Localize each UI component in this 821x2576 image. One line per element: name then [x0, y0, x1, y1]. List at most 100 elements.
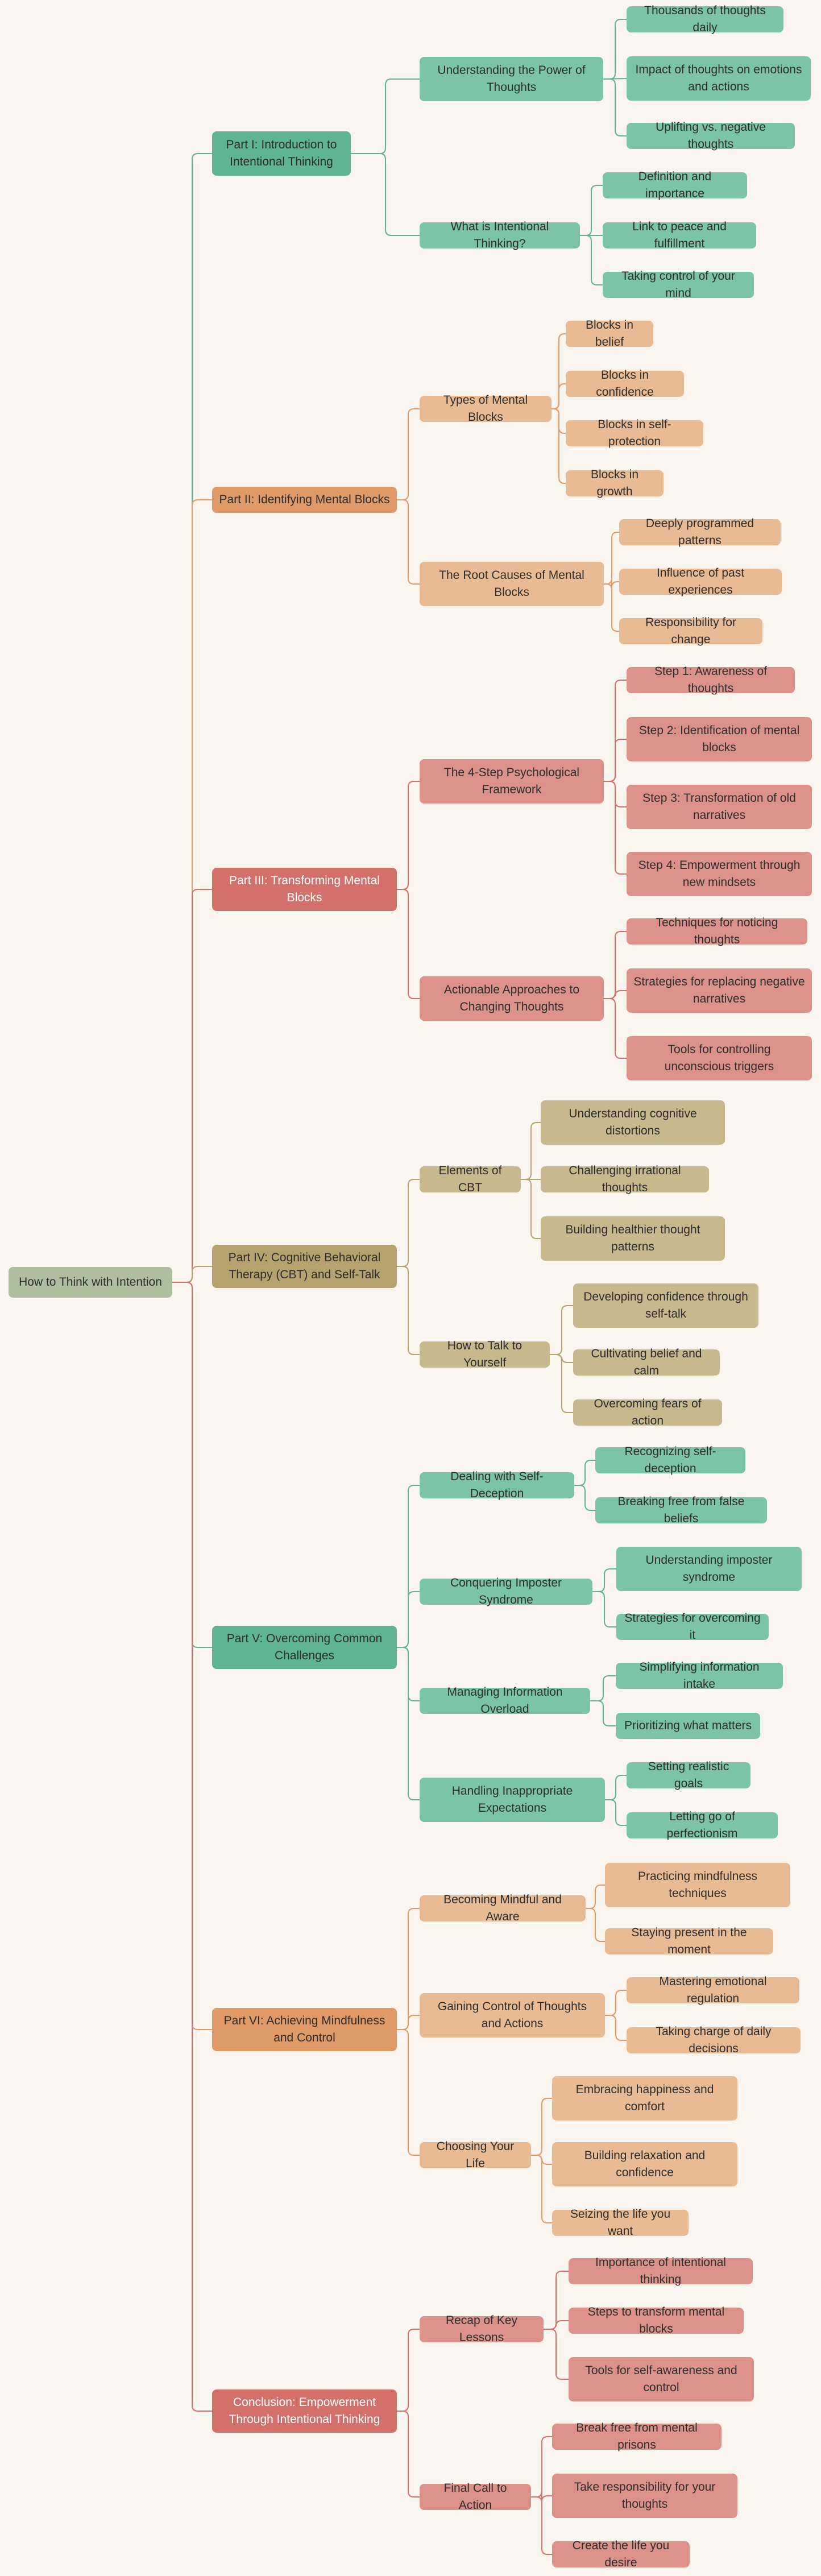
- connector-topic-item: [544, 2320, 569, 2330]
- leaf-node: Importance of intentional thinking: [569, 2256, 753, 2286]
- connector-part-topic: [397, 2329, 420, 2412]
- connector-topic-item: [531, 2155, 552, 2223]
- topic-node: Choosing Your Life: [420, 2140, 531, 2170]
- connector-topic-item: [604, 578, 619, 588]
- leaf-node: Mastering emotional regulation: [627, 1975, 799, 2005]
- root-topic: How to Think with Intention: [9, 1267, 172, 1298]
- connector-part-topic: [351, 153, 420, 236]
- connector-topic-item: [604, 583, 619, 632]
- connector-part-topic: [397, 2029, 420, 2156]
- topic-node: Elements of CBT: [420, 1164, 521, 1194]
- connector-topic-item: [586, 1908, 605, 1942]
- leaf-node: Developing confidence through self-talk: [573, 1283, 758, 1328]
- connector-topic-item: [531, 2098, 552, 2156]
- leaf-node: Embracing happiness and comfort: [552, 2076, 737, 2121]
- topic-node: How to Talk to Yourself: [420, 1339, 550, 1369]
- connector-topic-item: [531, 2436, 552, 2498]
- connector-topic-item: [604, 532, 619, 585]
- leaf-node: Simplifying information intake: [616, 1660, 783, 1691]
- connector-topic-item: [604, 990, 627, 999]
- topic-node: The 4-Step Psychological Framework: [420, 759, 604, 804]
- leaf-node: Building relaxation and confidence: [552, 2142, 737, 2186]
- leaf-node: Strategies for replacing negative narrat…: [627, 968, 812, 1013]
- connector-part-topic: [397, 2411, 420, 2498]
- connector-part-topic: [397, 781, 420, 890]
- connector-part-topic: [397, 1266, 420, 1355]
- leaf-node: Link to peace and fulfillment: [603, 220, 756, 250]
- leaf-node: Understanding cognitive distortions: [541, 1100, 725, 1145]
- connector-part-topic: [397, 408, 420, 500]
- leaf-node: Blocks in belief: [566, 318, 653, 349]
- part-node: Part I: Introduction to Intentional Thin…: [212, 131, 351, 176]
- leaf-node: Letting go of perfectionism: [627, 1810, 778, 1840]
- connector-topic-item: [574, 1485, 595, 1511]
- connector-topic-item: [604, 998, 627, 1059]
- connector-part-topic: [397, 1908, 420, 2030]
- part-node: Part IV: Cognitive Behavioral Therapy (C…: [212, 1245, 397, 1288]
- connector-topic-item: [580, 235, 603, 285]
- connector-topic-item: [604, 739, 627, 782]
- connector-topic-item: [552, 383, 566, 409]
- leaf-node: Break free from mental prisons: [552, 2421, 722, 2451]
- topic-node: Conquering Imposter Syndrome: [420, 1576, 592, 1606]
- connector-topic-item: [574, 1460, 595, 1486]
- leaf-node: Challenging irrational thoughts: [541, 1164, 709, 1194]
- topic-node: Managing Information Overload: [420, 1685, 590, 1716]
- topic-node: Final Call to Action: [420, 2482, 531, 2512]
- leaf-node: Deeply programmed patterns: [619, 517, 781, 547]
- connector-topic-item: [552, 408, 566, 484]
- connector-topic-item: [605, 1990, 627, 2016]
- leaf-node: Prioritizing what matters: [616, 1713, 760, 1739]
- connector-root-part: [172, 1282, 212, 2412]
- leaf-node: Uplifting vs. negative thoughts: [627, 121, 795, 151]
- connector-topic-item: [550, 1305, 573, 1355]
- connector-topic-item: [521, 1122, 541, 1180]
- leaf-node: Step 2: Identification of mental blocks: [627, 717, 812, 761]
- leaf-node: Step 1: Awareness of thoughts: [627, 665, 795, 695]
- leaf-node: Responsibility for change: [619, 616, 762, 646]
- leaf-node: Step 3: Transformation of old narratives: [627, 785, 812, 829]
- leaf-node: Taking control of your mind: [603, 270, 754, 300]
- part-node: Conclusion: Empowerment Through Intentio…: [212, 2389, 397, 2433]
- topic-node: What is Intentional Thinking?: [420, 220, 580, 250]
- leaf-node: Tools for controlling unconscious trigge…: [627, 1036, 812, 1080]
- leaf-node: Steps to transform mental blocks: [569, 2305, 744, 2335]
- leaf-node: Blocks in self-protection: [566, 418, 703, 448]
- connector-part-topic: [397, 1647, 420, 1800]
- leaf-node: Thousands of thoughts daily: [627, 4, 783, 34]
- leaf-node: Definition and importance: [603, 170, 747, 200]
- connector-root-part: [172, 889, 212, 1283]
- part-node: Part III: Transforming Mental Blocks: [212, 868, 397, 911]
- leaf-node: Take responsibility for your thoughts: [552, 2474, 737, 2518]
- connector-topic-item: [605, 1799, 627, 1826]
- connector-topic-item: [521, 1179, 541, 1239]
- leaf-node: Seizing the life you want: [552, 2208, 689, 2238]
- leaf-node: Step 4: Empowerment through new mindsets: [627, 852, 812, 896]
- connector-part-topic: [351, 78, 420, 154]
- connector-topic-item: [604, 931, 627, 999]
- connector-part-topic: [397, 1591, 420, 1648]
- connector-topic-item: [605, 1775, 627, 1800]
- leaf-node: Understanding imposter syndrome: [616, 1547, 802, 1591]
- topic-node: Types of Mental Blocks: [420, 394, 552, 424]
- connector-part-topic: [397, 1179, 420, 1267]
- connector-topic-item: [604, 781, 627, 875]
- part-node: Part II: Identifying Mental Blocks: [212, 487, 397, 513]
- topic-node: Becoming Mindful and Aware: [420, 1893, 586, 1923]
- part-node: Part VI: Achieving Mindfulness and Contr…: [212, 2008, 397, 2051]
- connector-topic-item: [590, 1700, 616, 1726]
- connector-topic-item: [592, 1591, 616, 1627]
- leaf-node: Overcoming fears of action: [573, 1397, 722, 1427]
- connector-topic-item: [531, 2496, 552, 2555]
- topic-node: Handling Inappropriate Expectations: [420, 1778, 605, 1822]
- leaf-node: Blocks in confidence: [566, 368, 684, 399]
- connector-topic-item: [605, 2015, 627, 2041]
- connector-topic-item: [586, 1885, 605, 1909]
- leaf-node: Influence of past experiences: [619, 566, 782, 597]
- leaf-node: Practicing mindfulness techniques: [605, 1863, 790, 1907]
- connector-part-topic: [397, 2015, 420, 2030]
- leaf-node: Setting realistic goals: [627, 1760, 750, 1790]
- leaf-node: Techniques for noticing thoughts: [627, 916, 807, 946]
